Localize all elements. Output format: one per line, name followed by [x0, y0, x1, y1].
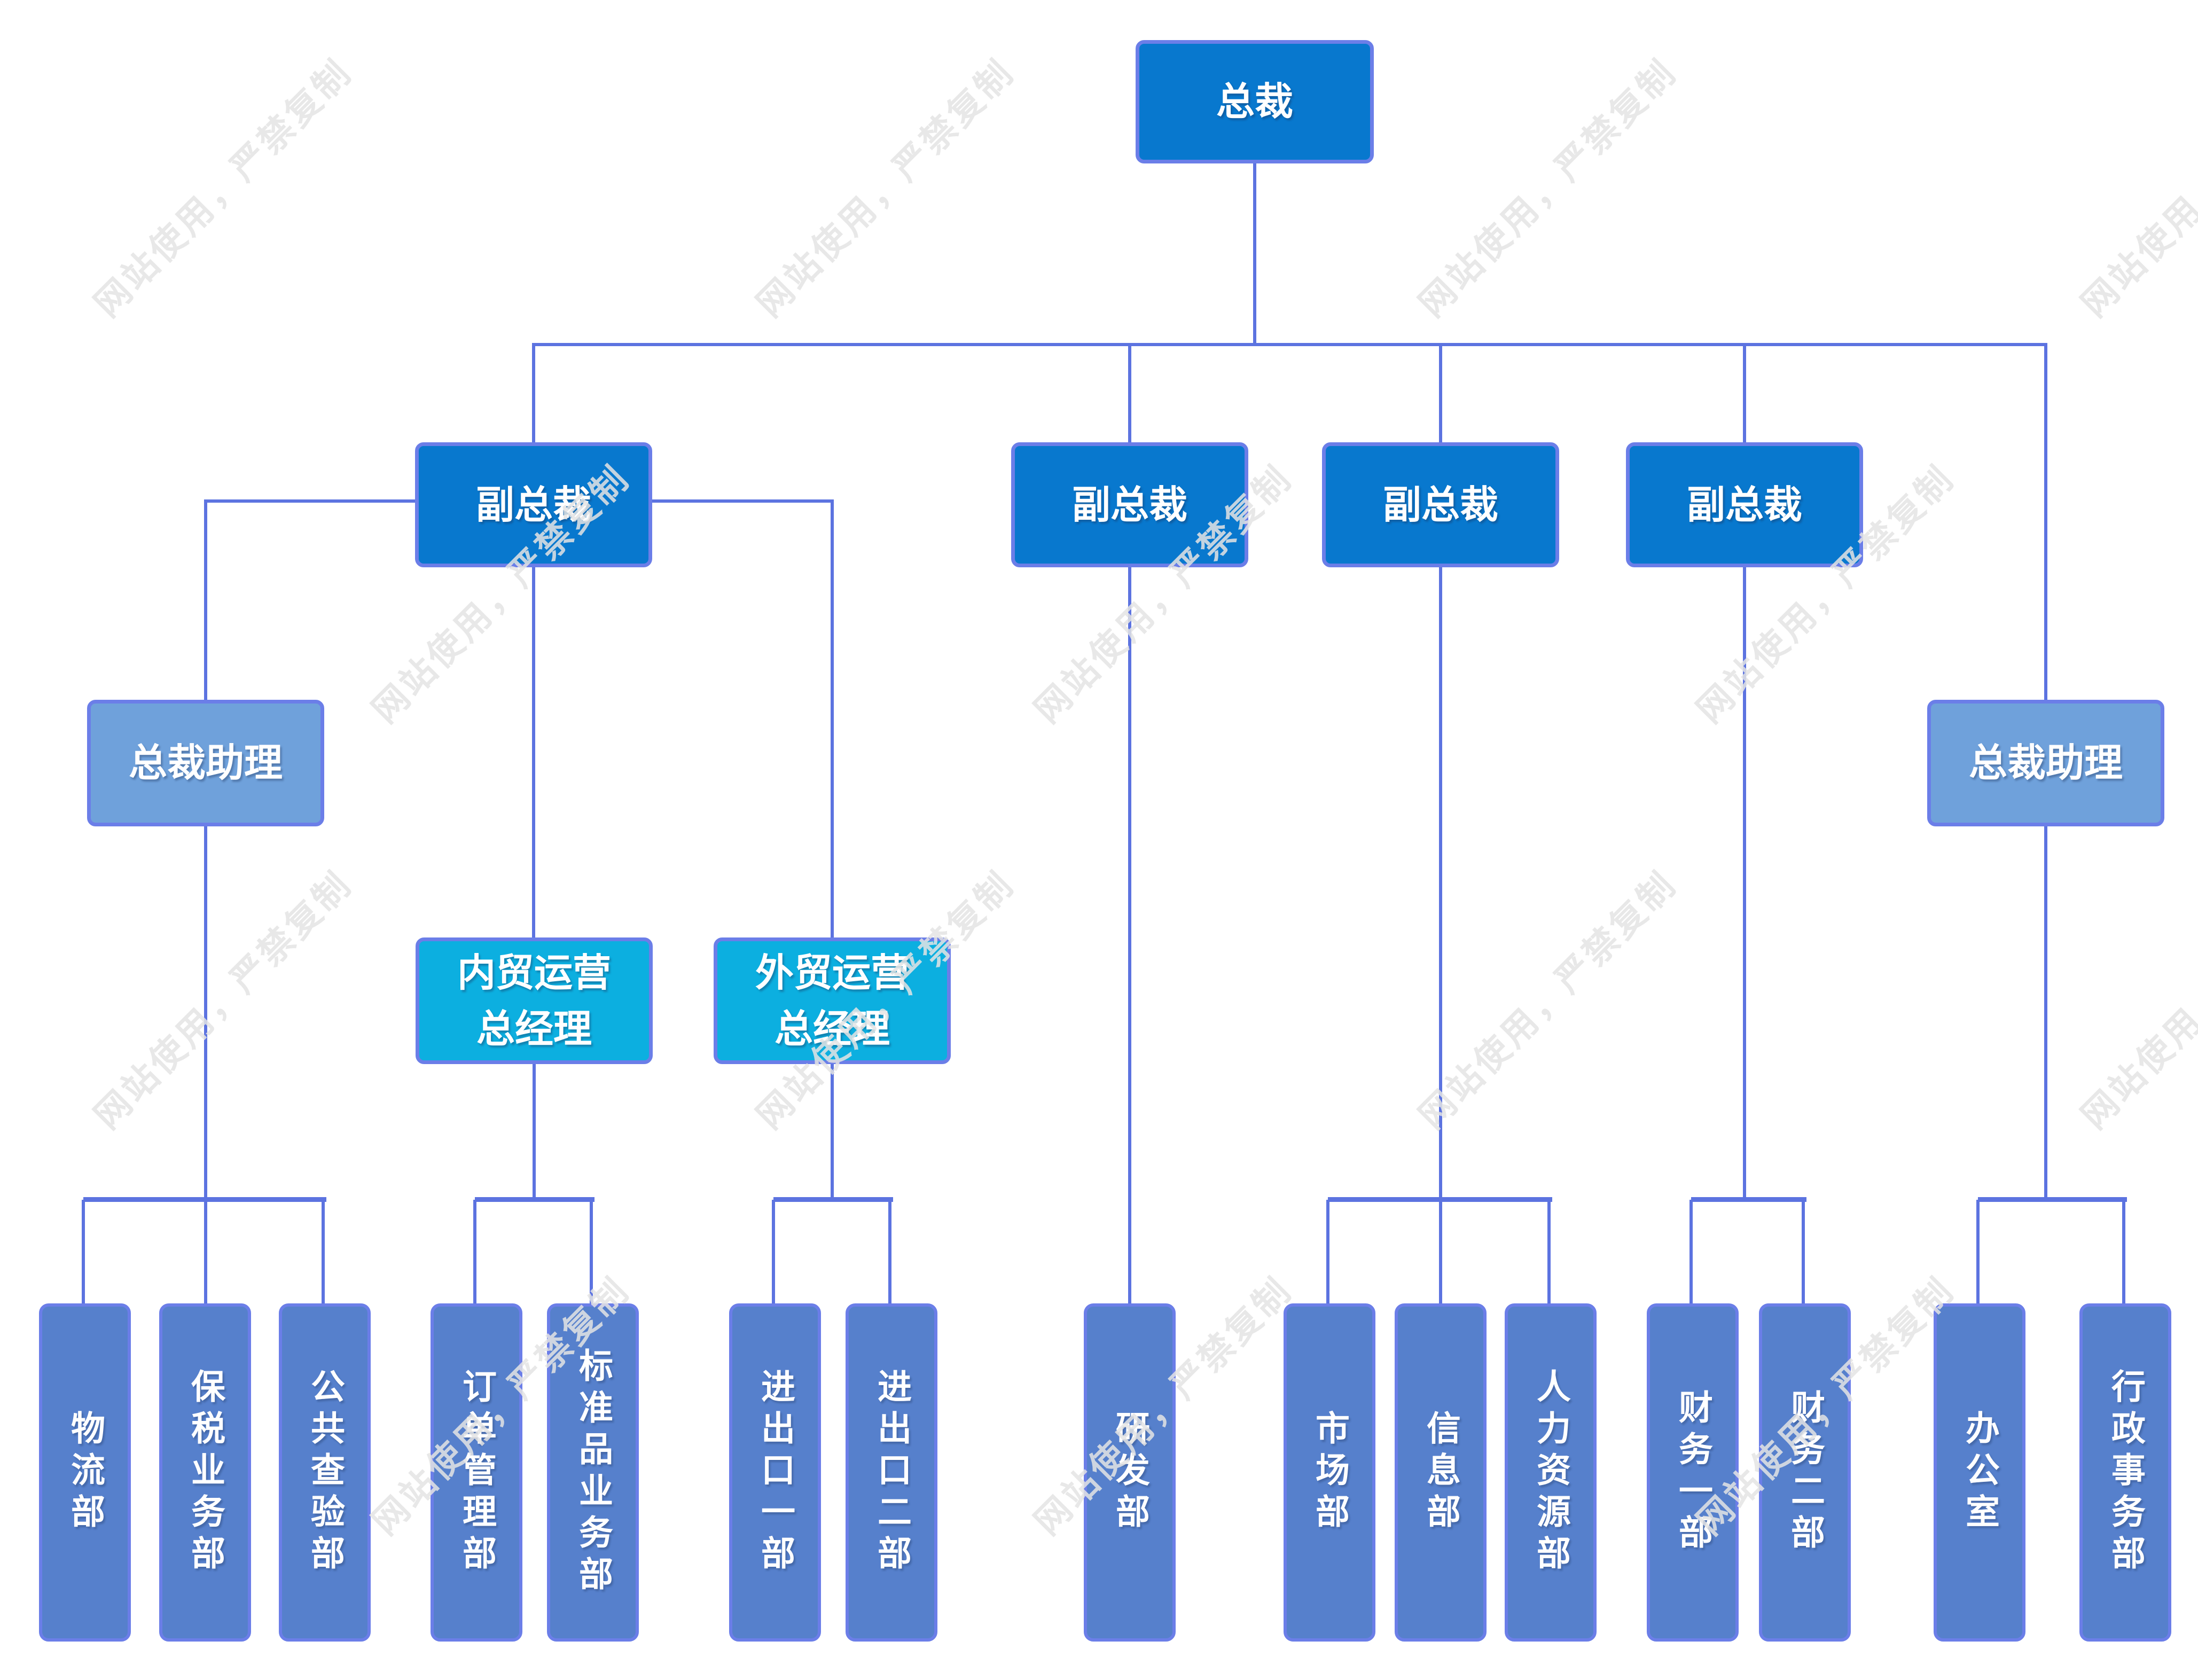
connector-gm-foreign-down — [831, 1064, 834, 1202]
connector-drop-import-export-1 — [772, 1200, 775, 1303]
node-president-assistant-right-label: 总裁助理 — [1968, 740, 2123, 786]
watermark-text: 网站使用，严禁复制 — [86, 51, 361, 325]
connector-drop-vp3 — [1439, 345, 1442, 444]
node-gm-domestic-trade: 内贸运营 总经理 — [416, 937, 653, 1064]
connector-drop-admin-affairs — [2122, 1200, 2125, 1303]
connector-bar-gm-foreign-group — [773, 1197, 893, 1202]
connector-top-bus — [532, 343, 2047, 346]
connector-bar-vp3-group — [1328, 1197, 1552, 1202]
node-dept-human-resources: 人力资源部 — [1505, 1303, 1597, 1642]
connector-drop-vp2 — [1128, 345, 1131, 444]
connector-president-drop — [1253, 163, 1256, 345]
node-dept-bonded-business-label: 保税业务部 — [185, 1368, 225, 1577]
node-president-assistant-right: 总裁助理 — [1927, 700, 2164, 826]
connector-drop-standard-products — [590, 1200, 593, 1303]
node-dept-logistics-label: 物流部 — [65, 1410, 105, 1535]
connector-drop-office — [1976, 1200, 1980, 1303]
node-dept-finance-1: 财务一部 — [1647, 1303, 1739, 1642]
connector-vp4-down — [1743, 567, 1746, 1202]
node-dept-finance-2: 财务二部 — [1759, 1303, 1851, 1642]
connector-vp1-to-gm-foreign — [831, 501, 834, 939]
connector-drop-finance-2 — [1802, 1200, 1805, 1303]
node-president-assistant-left-label: 总裁助理 — [128, 740, 283, 786]
node-gm-foreign-trade: 外贸运营 总经理 — [714, 937, 951, 1064]
connector-vp2-to-rnd — [1128, 567, 1131, 1304]
node-dept-office: 办公室 — [1934, 1303, 2025, 1642]
connector-vp1-right-arm — [652, 499, 834, 503]
node-vice-president-2: 副总裁 — [1011, 442, 1248, 567]
node-vice-president-3-label: 副总裁 — [1382, 482, 1498, 527]
node-president: 总裁 — [1136, 40, 1374, 163]
node-dept-import-export-1-label: 进出口一部 — [755, 1368, 795, 1577]
watermark-text: 网站使用，严禁复制 — [2073, 863, 2198, 1137]
connector-bar-vp4-group — [1691, 1197, 1806, 1202]
connector-assistant-right-down — [2044, 826, 2047, 1202]
node-vice-president-2-label: 副总裁 — [1071, 482, 1187, 527]
connector-drop-marketing — [1326, 1200, 1329, 1303]
connector-vp1-to-gm-domestic — [532, 567, 535, 939]
node-dept-public-inspection-label: 公共查验部 — [305, 1368, 345, 1577]
node-dept-standard-products-label: 标准品业务部 — [573, 1347, 613, 1598]
node-dept-standard-products: 标准品业务部 — [547, 1303, 639, 1642]
watermark-text: 网站使用，严禁复制 — [1411, 51, 1685, 325]
connector-gm-domestic-down — [533, 1064, 536, 1202]
connector-vp3-down — [1439, 567, 1442, 1304]
node-dept-finance-2-label: 财务二部 — [1785, 1389, 1825, 1556]
connector-vp1-to-assistant-left — [204, 501, 207, 701]
node-dept-import-export-2-label: 进出口二部 — [872, 1368, 911, 1577]
node-vice-president-4: 副总裁 — [1626, 442, 1863, 567]
node-dept-information: 信息部 — [1395, 1303, 1487, 1642]
watermark-text: 网站使用，严禁复制 — [1411, 863, 1685, 1137]
node-dept-marketing: 市场部 — [1284, 1303, 1375, 1642]
node-dept-research-development-label: 研发部 — [1110, 1410, 1149, 1535]
connector-drop-human-resources — [1547, 1200, 1551, 1303]
connector-drop-public-inspection — [322, 1200, 325, 1303]
node-dept-order-management: 订单管理部 — [431, 1303, 522, 1642]
node-dept-admin-affairs-label: 行政事务部 — [2106, 1368, 2145, 1577]
node-dept-order-management-label: 订单管理部 — [457, 1368, 496, 1577]
connector-assistant-left-down — [204, 826, 207, 1305]
node-dept-import-export-1: 进出口一部 — [729, 1303, 821, 1642]
connector-drop-order-management — [473, 1200, 476, 1303]
node-dept-marketing-label: 市场部 — [1310, 1410, 1349, 1535]
node-vice-president-1: 副总裁 — [415, 442, 652, 567]
connector-drop-finance-1 — [1689, 1200, 1693, 1303]
node-dept-import-export-2: 进出口二部 — [846, 1303, 937, 1642]
connector-drop-import-export-2 — [888, 1200, 891, 1303]
node-dept-bonded-business: 保税业务部 — [159, 1303, 251, 1642]
connector-bar-assistant-left-group — [83, 1197, 326, 1202]
node-dept-finance-1-label: 财务一部 — [1673, 1389, 1712, 1556]
connector-bar-assistant-right-group — [1978, 1197, 2127, 1202]
node-gm-domestic-trade-label: 内贸运营 总经理 — [457, 950, 611, 1051]
connector-drop-vp4 — [1743, 345, 1746, 444]
connector-bar-gm-domestic-group — [475, 1197, 595, 1202]
node-vice-president-1-label: 副总裁 — [475, 482, 591, 527]
connector-drop-vp1 — [532, 345, 535, 444]
watermark-text: 网站使用，严禁复制 — [86, 863, 361, 1137]
node-president-assistant-left: 总裁助理 — [87, 700, 324, 826]
node-vice-president-3: 副总裁 — [1322, 442, 1559, 567]
node-dept-office-label: 办公室 — [1960, 1410, 1999, 1535]
connector-drop-assistant-right — [2044, 345, 2047, 701]
node-dept-logistics: 物流部 — [39, 1303, 131, 1642]
node-dept-research-development: 研发部 — [1084, 1303, 1176, 1642]
watermark-text: 网站使用，严禁复制 — [748, 51, 1023, 325]
connector-vp1-left-arm — [204, 499, 415, 503]
node-vice-president-4-label: 副总裁 — [1686, 482, 1802, 527]
watermark-text: 网站使用，严禁复制 — [2073, 51, 2198, 325]
node-dept-admin-affairs: 行政事务部 — [2079, 1303, 2171, 1642]
node-dept-human-resources-label: 人力资源部 — [1531, 1368, 1570, 1577]
node-president-label: 总裁 — [1216, 79, 1293, 124]
node-dept-public-inspection: 公共查验部 — [279, 1303, 371, 1642]
connector-drop-logistics — [82, 1200, 85, 1303]
node-dept-information-label: 信息部 — [1421, 1410, 1460, 1535]
node-gm-foreign-trade-label: 外贸运营 总经理 — [755, 950, 909, 1051]
